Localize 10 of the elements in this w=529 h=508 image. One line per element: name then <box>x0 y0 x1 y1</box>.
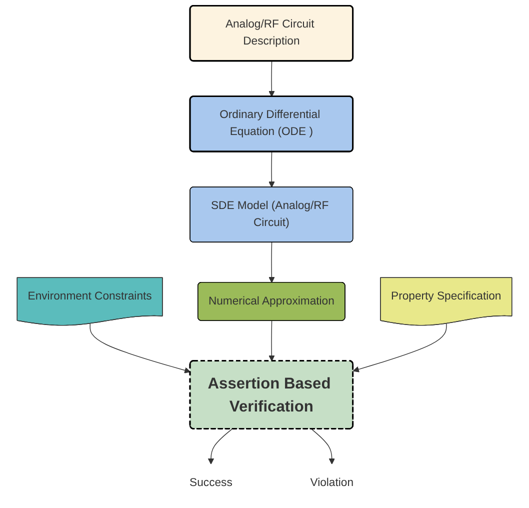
arrow <box>268 152 275 188</box>
arrow <box>268 320 275 362</box>
arrow <box>90 323 191 374</box>
arrow <box>208 428 232 464</box>
arrow <box>268 60 275 97</box>
arrow <box>268 242 275 283</box>
arrow <box>311 428 335 464</box>
arrow <box>352 323 447 372</box>
node-text: Success <box>190 476 232 489</box>
node-text: Violation <box>310 476 354 489</box>
